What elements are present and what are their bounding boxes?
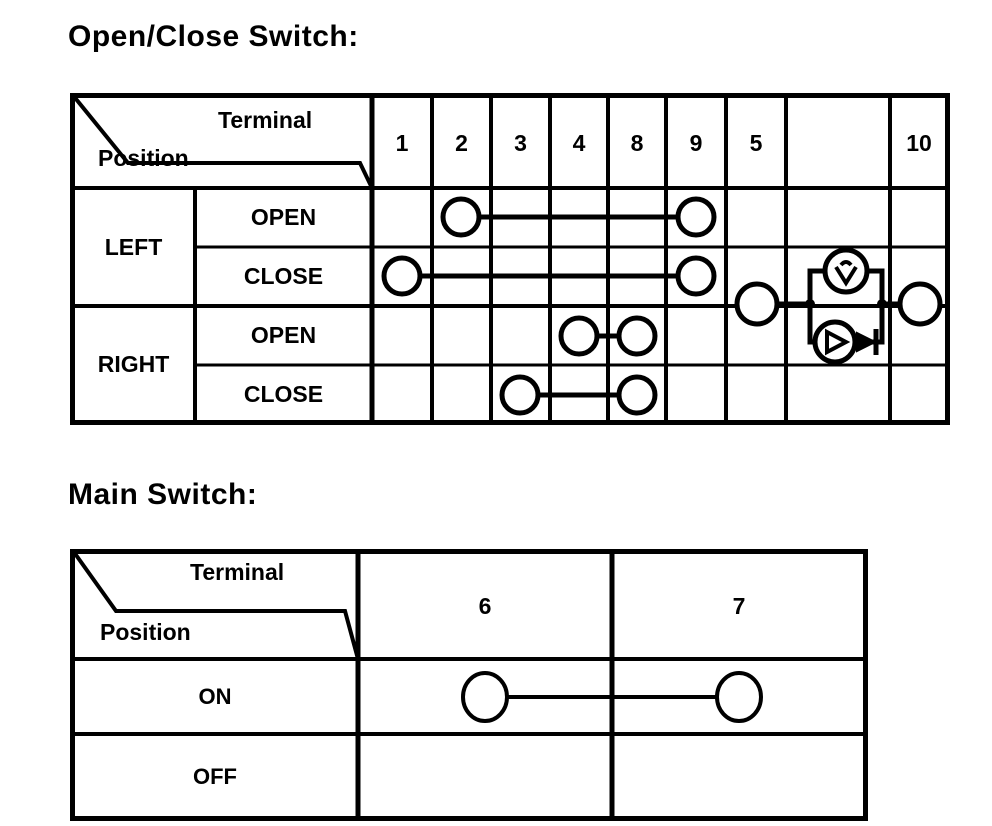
main-switch-table: Terminal Position 6 7 ON OFF: [70, 549, 868, 821]
continuity-right-close: [499, 374, 658, 416]
continuity-left-close: [381, 255, 717, 297]
state-label-left-close: CLOSE: [243, 263, 324, 289]
column-header-1: 1: [395, 129, 409, 156]
row-label-on: ON: [198, 683, 232, 709]
column-header-10: 10: [906, 129, 932, 156]
continuity-right-open: [558, 315, 658, 357]
state-label-left-open: OPEN: [250, 204, 317, 230]
group-label-left: LEFT: [104, 233, 163, 260]
column-header-6: 6: [478, 592, 492, 619]
continuity-left-open: [440, 196, 717, 238]
open-close-switch-table: Terminal Position 1 2 3 4 8 9 5 10 LEFT …: [70, 93, 950, 425]
continuity-on: [461, 671, 763, 723]
row-label-off: OFF: [193, 763, 237, 789]
terminal-header-label-main: Terminal: [190, 559, 285, 585]
state-label-right-open: OPEN: [250, 322, 317, 348]
column-header-4: 4: [572, 129, 586, 156]
state-label-right-close: CLOSE: [243, 380, 324, 407]
column-header-3: 3: [514, 129, 527, 156]
position-header-label-main: Position: [100, 619, 191, 645]
open-close-switch-title: Open/Close Switch:: [68, 20, 359, 53]
position-header-label: Position: [98, 145, 189, 171]
group-label-right: RIGHT: [97, 351, 170, 377]
main-switch-title: Main Switch:: [68, 478, 258, 511]
column-header-blank: [786, 123, 890, 163]
column-header-9: 9: [689, 129, 703, 156]
column-header-8: 8: [630, 129, 644, 156]
column-header-7: 7: [732, 592, 746, 619]
lamp-diode-circuit: [734, 247, 943, 365]
column-header-2: 2: [455, 129, 468, 156]
column-header-5: 5: [749, 129, 763, 156]
terminal-header-label: Terminal: [218, 107, 313, 133]
